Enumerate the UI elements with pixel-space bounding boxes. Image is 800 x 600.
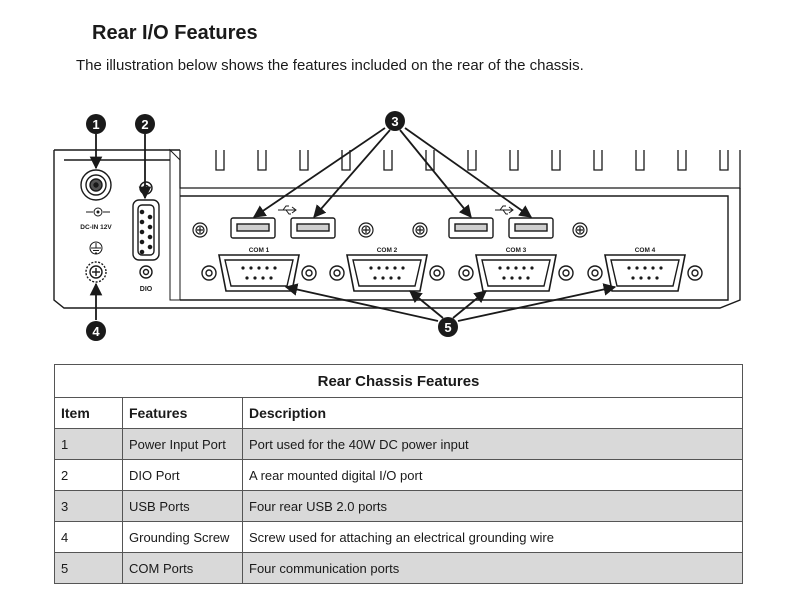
- dio-port: [132, 181, 160, 279]
- com-label: COM 4: [635, 247, 656, 254]
- svg-text:2: 2: [141, 117, 148, 132]
- column-header-description: Description: [242, 397, 743, 429]
- callout-badge-2: 2: [135, 114, 155, 134]
- page-title: Rear I/O Features: [92, 22, 258, 44]
- table-row: 5 COM Ports Four communication ports: [54, 552, 743, 584]
- rear-chassis-diagram: DC-IN 12V DIO: [53, 111, 741, 341]
- intro-text: The illustration below shows the feature…: [76, 57, 584, 74]
- item-cell: 4: [54, 521, 123, 553]
- item-cell: 1: [54, 428, 123, 460]
- grounding-screw: [85, 261, 107, 283]
- item-cell: 5: [54, 552, 123, 584]
- feature-cell: COM Ports: [122, 552, 243, 584]
- heatsink-fins: [179, 150, 741, 189]
- feature-cell: USB Ports: [122, 490, 243, 522]
- table-row: 3 USB Ports Four rear USB 2.0 ports: [54, 490, 743, 522]
- com-label: COM 3: [506, 247, 527, 254]
- svg-text:3: 3: [391, 114, 398, 129]
- usb-ports: [230, 217, 554, 239]
- column-header-item: Item: [54, 397, 123, 429]
- table-row: 4 Grounding Screw Screw used for attachi…: [54, 521, 743, 553]
- feature-cell: Power Input Port: [122, 428, 243, 460]
- column-header-features: Features: [122, 397, 243, 429]
- chassis-outline: [53, 148, 741, 309]
- table-row: 2 DIO Port A rear mounted digital I/O po…: [54, 459, 743, 491]
- dc-in-label: DC-IN 12V: [80, 224, 112, 231]
- description-cell: Screw used for attaching an electrical g…: [242, 521, 743, 553]
- description-cell: Port used for the 40W DC power input: [242, 428, 743, 460]
- callout-badge-3: 3: [385, 111, 405, 131]
- table-row: 1 Power Input Port Port used for the 40W…: [54, 428, 743, 460]
- item-cell: 3: [54, 490, 123, 522]
- com-ports: [201, 254, 703, 292]
- description-cell: Four communication ports: [242, 552, 743, 584]
- svg-text:4: 4: [92, 324, 100, 339]
- item-cell: 2: [54, 459, 123, 491]
- screw-icon: [192, 222, 588, 238]
- feature-cell: Grounding Screw: [122, 521, 243, 553]
- callout-badge-1: 1: [86, 114, 106, 134]
- description-cell: Four rear USB 2.0 ports: [242, 490, 743, 522]
- com-label: COM 1: [249, 247, 270, 254]
- power-input-port: [80, 169, 112, 201]
- callout-leaders: [89, 127, 617, 322]
- usb-icon: [278, 205, 514, 215]
- ground-icon: [89, 241, 103, 255]
- description-cell: A rear mounted digital I/O port: [242, 459, 743, 491]
- callout-badge-5: 5: [438, 317, 458, 337]
- dc-polarity-icon: [86, 207, 110, 217]
- table-header-row: Item Features Description: [54, 397, 743, 429]
- com-label: COM 2: [377, 247, 398, 254]
- table-caption: Rear Chassis Features: [54, 364, 743, 398]
- rear-chassis-features-table: Rear Chassis Features Item Features Desc…: [54, 364, 743, 584]
- svg-text:1: 1: [92, 117, 99, 132]
- svg-text:5: 5: [444, 320, 451, 335]
- dio-label: DIO: [140, 286, 153, 293]
- callout-badge-4: 4: [86, 321, 106, 341]
- feature-cell: DIO Port: [122, 459, 243, 491]
